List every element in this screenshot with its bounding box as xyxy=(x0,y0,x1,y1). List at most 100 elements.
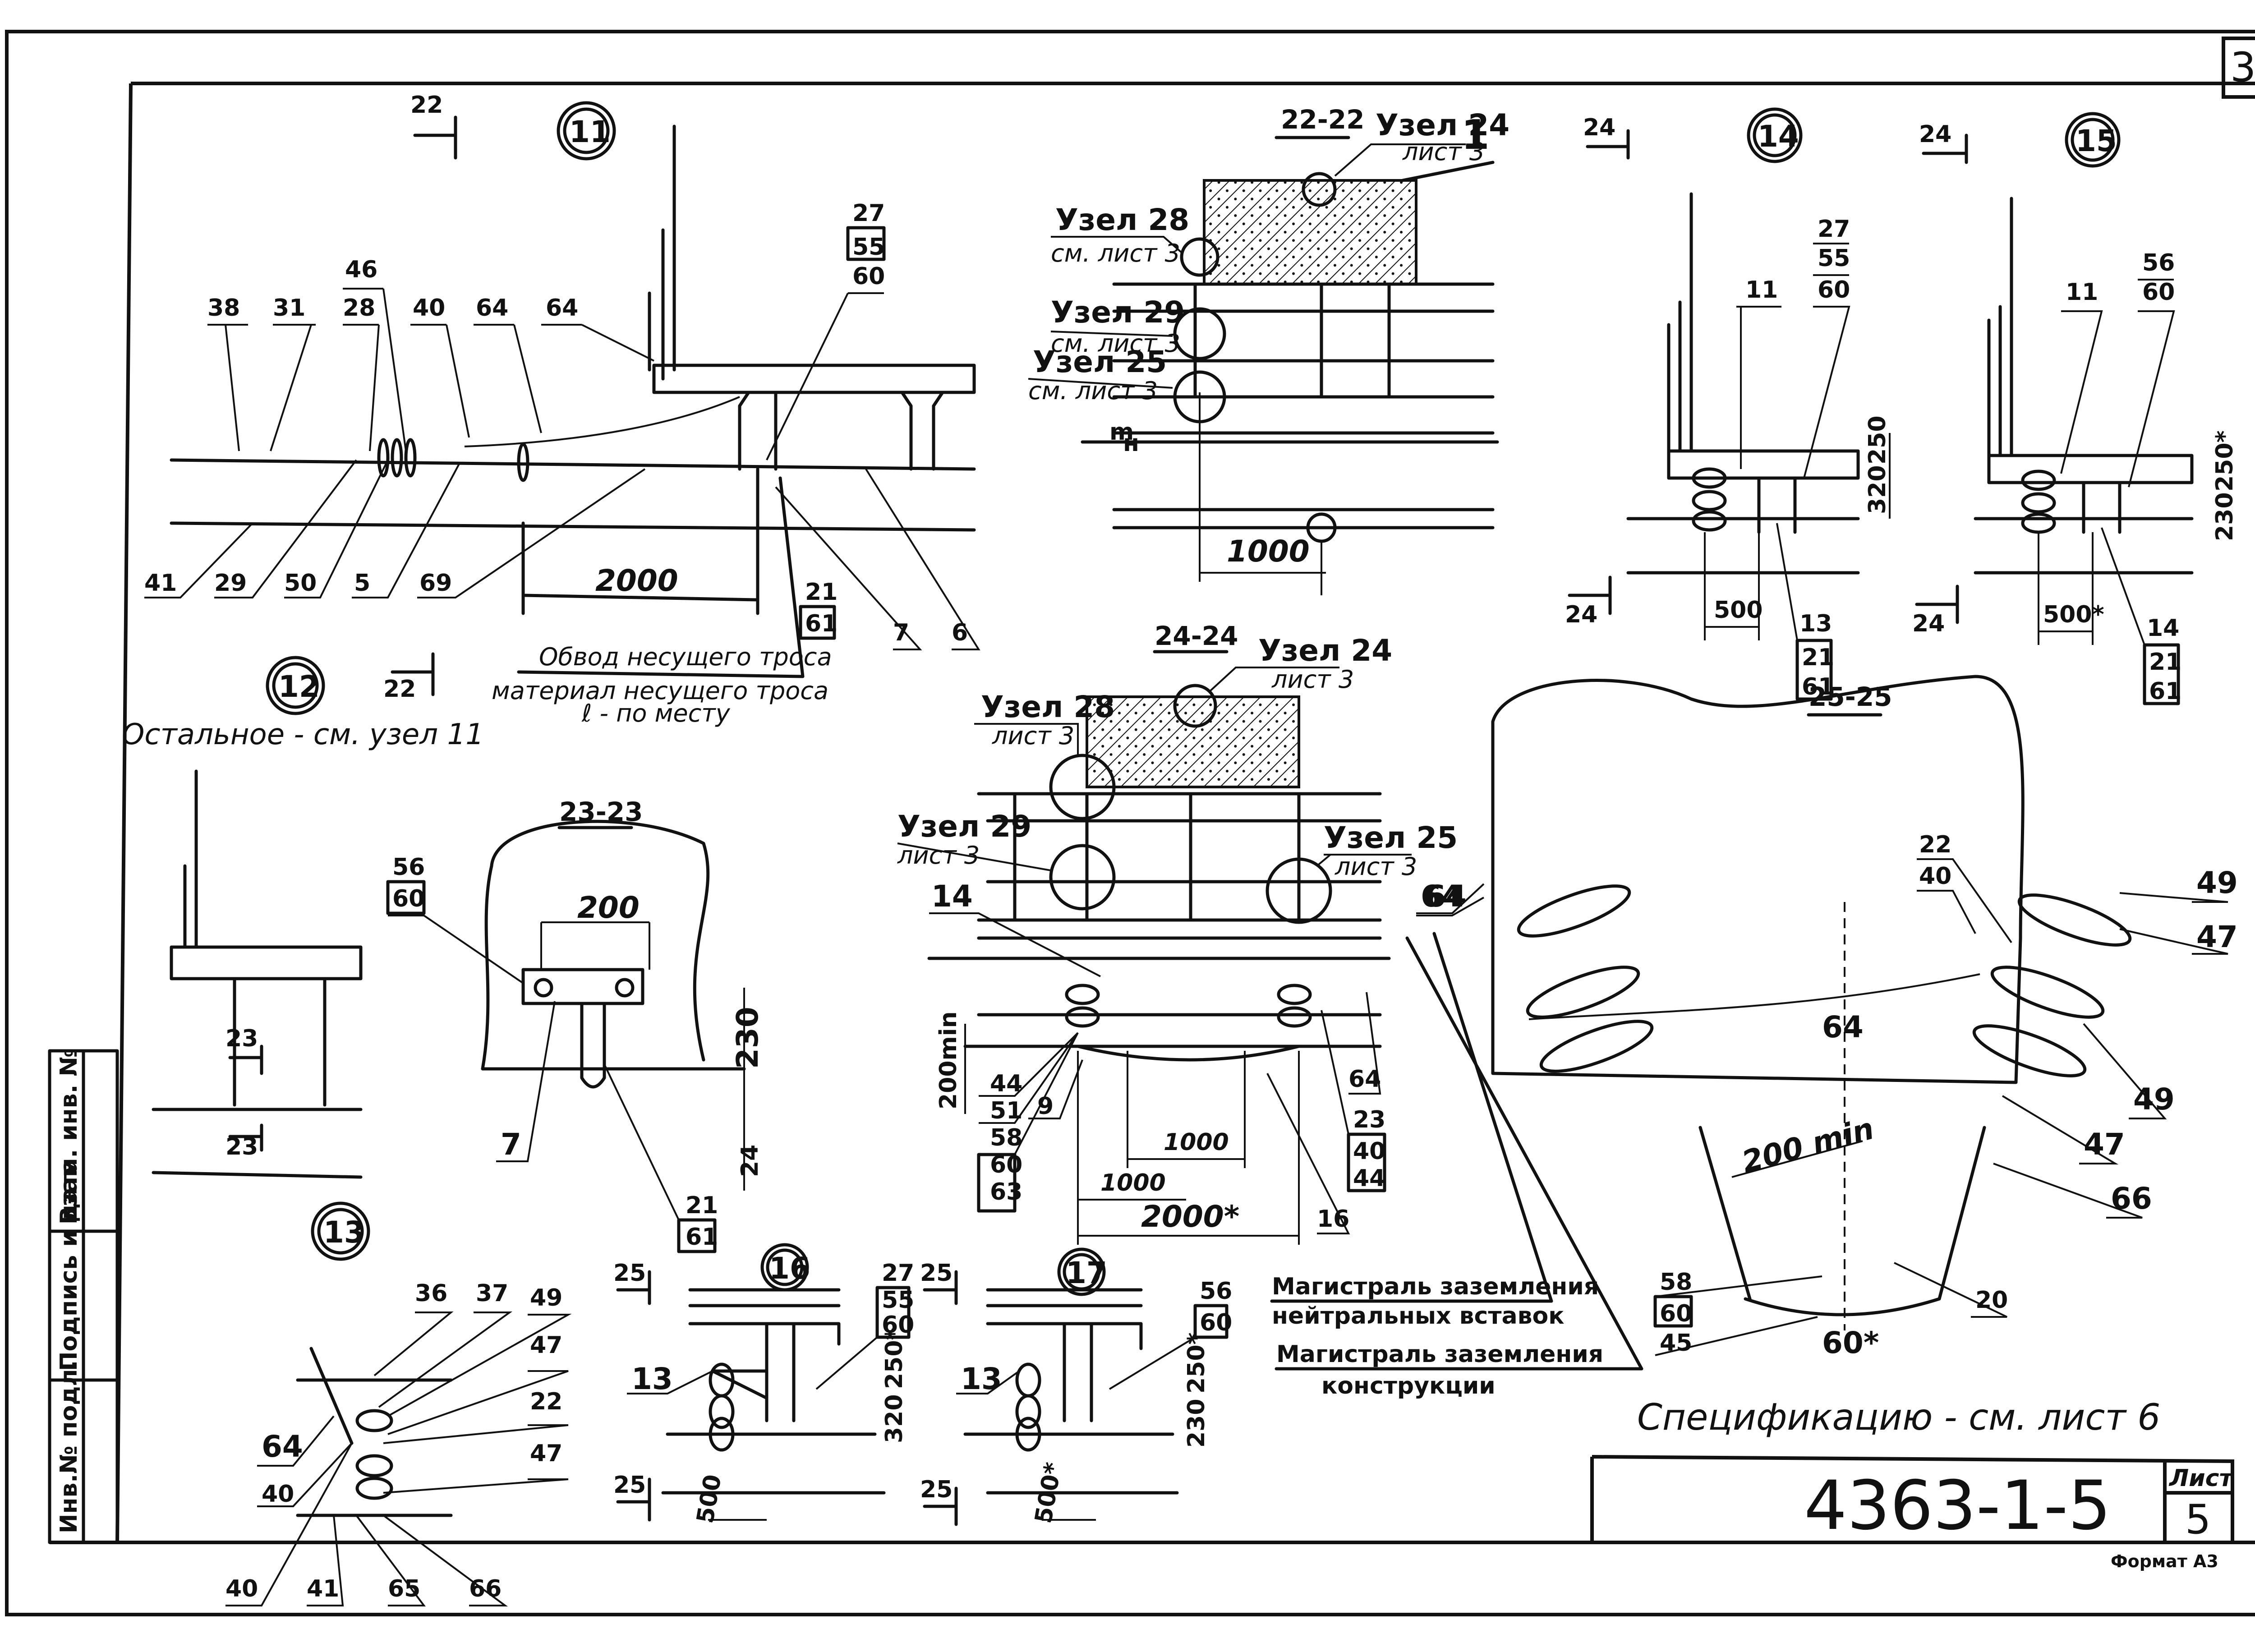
callout-label: 64 xyxy=(476,295,508,322)
callout-label: 37 xyxy=(476,1280,508,1307)
callout-label: 14 xyxy=(931,879,973,914)
grounding-notes: Магистраль заземления нейтральных вставо… xyxy=(1270,932,1643,1399)
callout-label: 1000 xyxy=(1100,1169,1166,1196)
callout-label: 21 xyxy=(1802,644,1834,671)
callout-label: 61 xyxy=(686,1224,718,1251)
callout-label: 60 xyxy=(882,1311,914,1339)
insulator-icon xyxy=(355,1409,393,1500)
callout-label: 5 xyxy=(354,570,370,597)
stamp-replace-inv: Взам. инв. № xyxy=(55,1048,83,1224)
callout-label: 60* xyxy=(1822,1325,1879,1360)
callout-label: 64 xyxy=(1421,879,1462,914)
callout-label: 64 xyxy=(262,1429,303,1464)
callout-label: 55 xyxy=(1818,245,1850,272)
callout-label: 13 xyxy=(961,1362,1002,1396)
callout-label: 47 xyxy=(530,1332,562,1359)
sheet-index-box: 34 xyxy=(2222,37,2255,99)
callout-label: 2000* xyxy=(1141,1199,1239,1234)
callout-label: 250* xyxy=(1183,1332,1210,1394)
insulator-icon xyxy=(1015,1362,1041,1452)
callout-label: 25 xyxy=(920,1260,953,1287)
callout-label: 24 xyxy=(1919,121,1951,148)
callout-label: 58 xyxy=(990,1124,1022,1151)
section-24: 24-24 Узел 24 лист 3 Узел 28 лист 3 Узел… xyxy=(897,621,1485,1245)
stack-right: 23 40 44 xyxy=(1321,1010,1386,1192)
callout-label: лист 3 xyxy=(1335,852,1417,881)
callout-label: 63 xyxy=(990,1178,1022,1206)
callout-label: 1000 xyxy=(1227,534,1310,569)
callout-label: Узел 25 xyxy=(1324,820,1458,855)
callout-label: 69 xyxy=(419,570,452,597)
callout-label: Узел 28 xyxy=(1055,202,1189,237)
callout-label: 24 xyxy=(1583,114,1615,141)
callout-label: 56 xyxy=(2142,249,2175,276)
title-block: 4363-1-5 Лист 5 Формат А3 xyxy=(1590,1455,2234,1571)
callout-label: 55 xyxy=(882,1287,914,1314)
callout-label: 500 xyxy=(692,1473,727,1525)
callout-label: 23 xyxy=(226,1025,258,1052)
callout-label: лист 3 xyxy=(1402,138,1485,166)
callout-label: 13 xyxy=(631,1362,673,1396)
callout-label: 1 xyxy=(1461,111,1490,159)
callout-label: 21 xyxy=(686,1192,718,1219)
callout-label: 200 xyxy=(577,890,640,925)
stack-bottom: 58 60 45 xyxy=(1653,1269,1822,1357)
callout-label: 47 xyxy=(2084,1127,2125,1162)
callout-label: 49 xyxy=(530,1284,562,1311)
callout-label: 21 xyxy=(805,579,838,606)
callout-label: 27 xyxy=(852,200,885,227)
callout-label: 16 xyxy=(1317,1206,1349,1233)
node-17: 17 25 25 56 60 13 500* 230 250* xyxy=(920,1247,1232,1526)
callout-label: конструкции xyxy=(1321,1372,1496,1399)
dimension-2000: 2000 xyxy=(521,467,759,615)
callout-label: лист 3 xyxy=(1271,665,1354,694)
callout-label: 250 xyxy=(1864,415,1891,465)
callout-label: 22 xyxy=(383,676,416,703)
callout-label: 250* xyxy=(2211,430,2238,492)
callout-label: 230 xyxy=(1183,1399,1210,1448)
callout-label: см. лист 3 xyxy=(1028,377,1158,405)
callout-label: 64 xyxy=(546,295,578,322)
insulator-icon xyxy=(1065,984,1312,1028)
section-23: 23-23 200 230 24 56 60 7 21 61 xyxy=(386,796,765,1253)
callout-label: 24 xyxy=(736,1145,764,1177)
node-11: 11 22 38 31 28 46 40 64 64 41 xyxy=(144,92,980,727)
callout-label: 27 xyxy=(1818,216,1850,243)
callout-label: 23 xyxy=(1353,1106,1385,1133)
callout-label: 7 xyxy=(893,619,909,646)
callout-label: Узел 24 xyxy=(1376,108,1509,143)
callout-label: 12 xyxy=(278,669,320,704)
callout-label: Узел 29 xyxy=(897,809,1031,844)
callout-label: m xyxy=(1109,419,1134,446)
callout-label: 21 xyxy=(2149,649,2181,676)
callout-label: 47 xyxy=(2196,920,2238,954)
callout-label: 49 xyxy=(2133,1082,2175,1117)
callout-label: 17 xyxy=(1066,1256,1107,1290)
callout-label: н xyxy=(1123,430,1139,457)
callout-label: 40 xyxy=(226,1575,258,1602)
callout-label: 320 xyxy=(1864,465,1891,514)
callout-label: 13 xyxy=(1799,610,1832,637)
callout-label: 60 xyxy=(1818,276,1850,304)
insulator-icon xyxy=(377,438,529,482)
callout-label: 36 xyxy=(415,1280,447,1307)
callout-label: ℓ - по месту xyxy=(581,699,731,727)
stamp-inv-number: Инв.№ подл. xyxy=(55,1360,83,1533)
callout-label: нейтральных вставок xyxy=(1272,1302,1565,1330)
callout-label: 24 xyxy=(1565,601,1597,628)
insulator-string-left xyxy=(1517,884,1654,1073)
callout-label: 15 xyxy=(2076,124,2117,158)
node-14: 14 24 24 27 55 60 11 13 21 61 500 320 25… xyxy=(1565,107,1891,701)
callout-label: 49 xyxy=(2196,865,2238,900)
callout-label: 55 xyxy=(852,234,885,261)
insulator-icon xyxy=(2021,469,2056,534)
node-15: 15 24 24 56 60 11 14 21 61 500* 230 250* xyxy=(1912,112,2238,705)
section-22: 22-22 Узел 24 лист 3 Узел 28 см. лист 3 … xyxy=(1028,104,1509,595)
sheet-number: 5 xyxy=(2185,1496,2211,1543)
callout-label: 25 xyxy=(613,1260,646,1287)
callout-label: 29 xyxy=(214,570,247,597)
callout-label: 61 xyxy=(2149,678,2181,705)
callout-label: 60 xyxy=(2142,279,2175,306)
callout-label: 22 xyxy=(530,1388,562,1415)
callout-label: 40 xyxy=(413,295,445,322)
